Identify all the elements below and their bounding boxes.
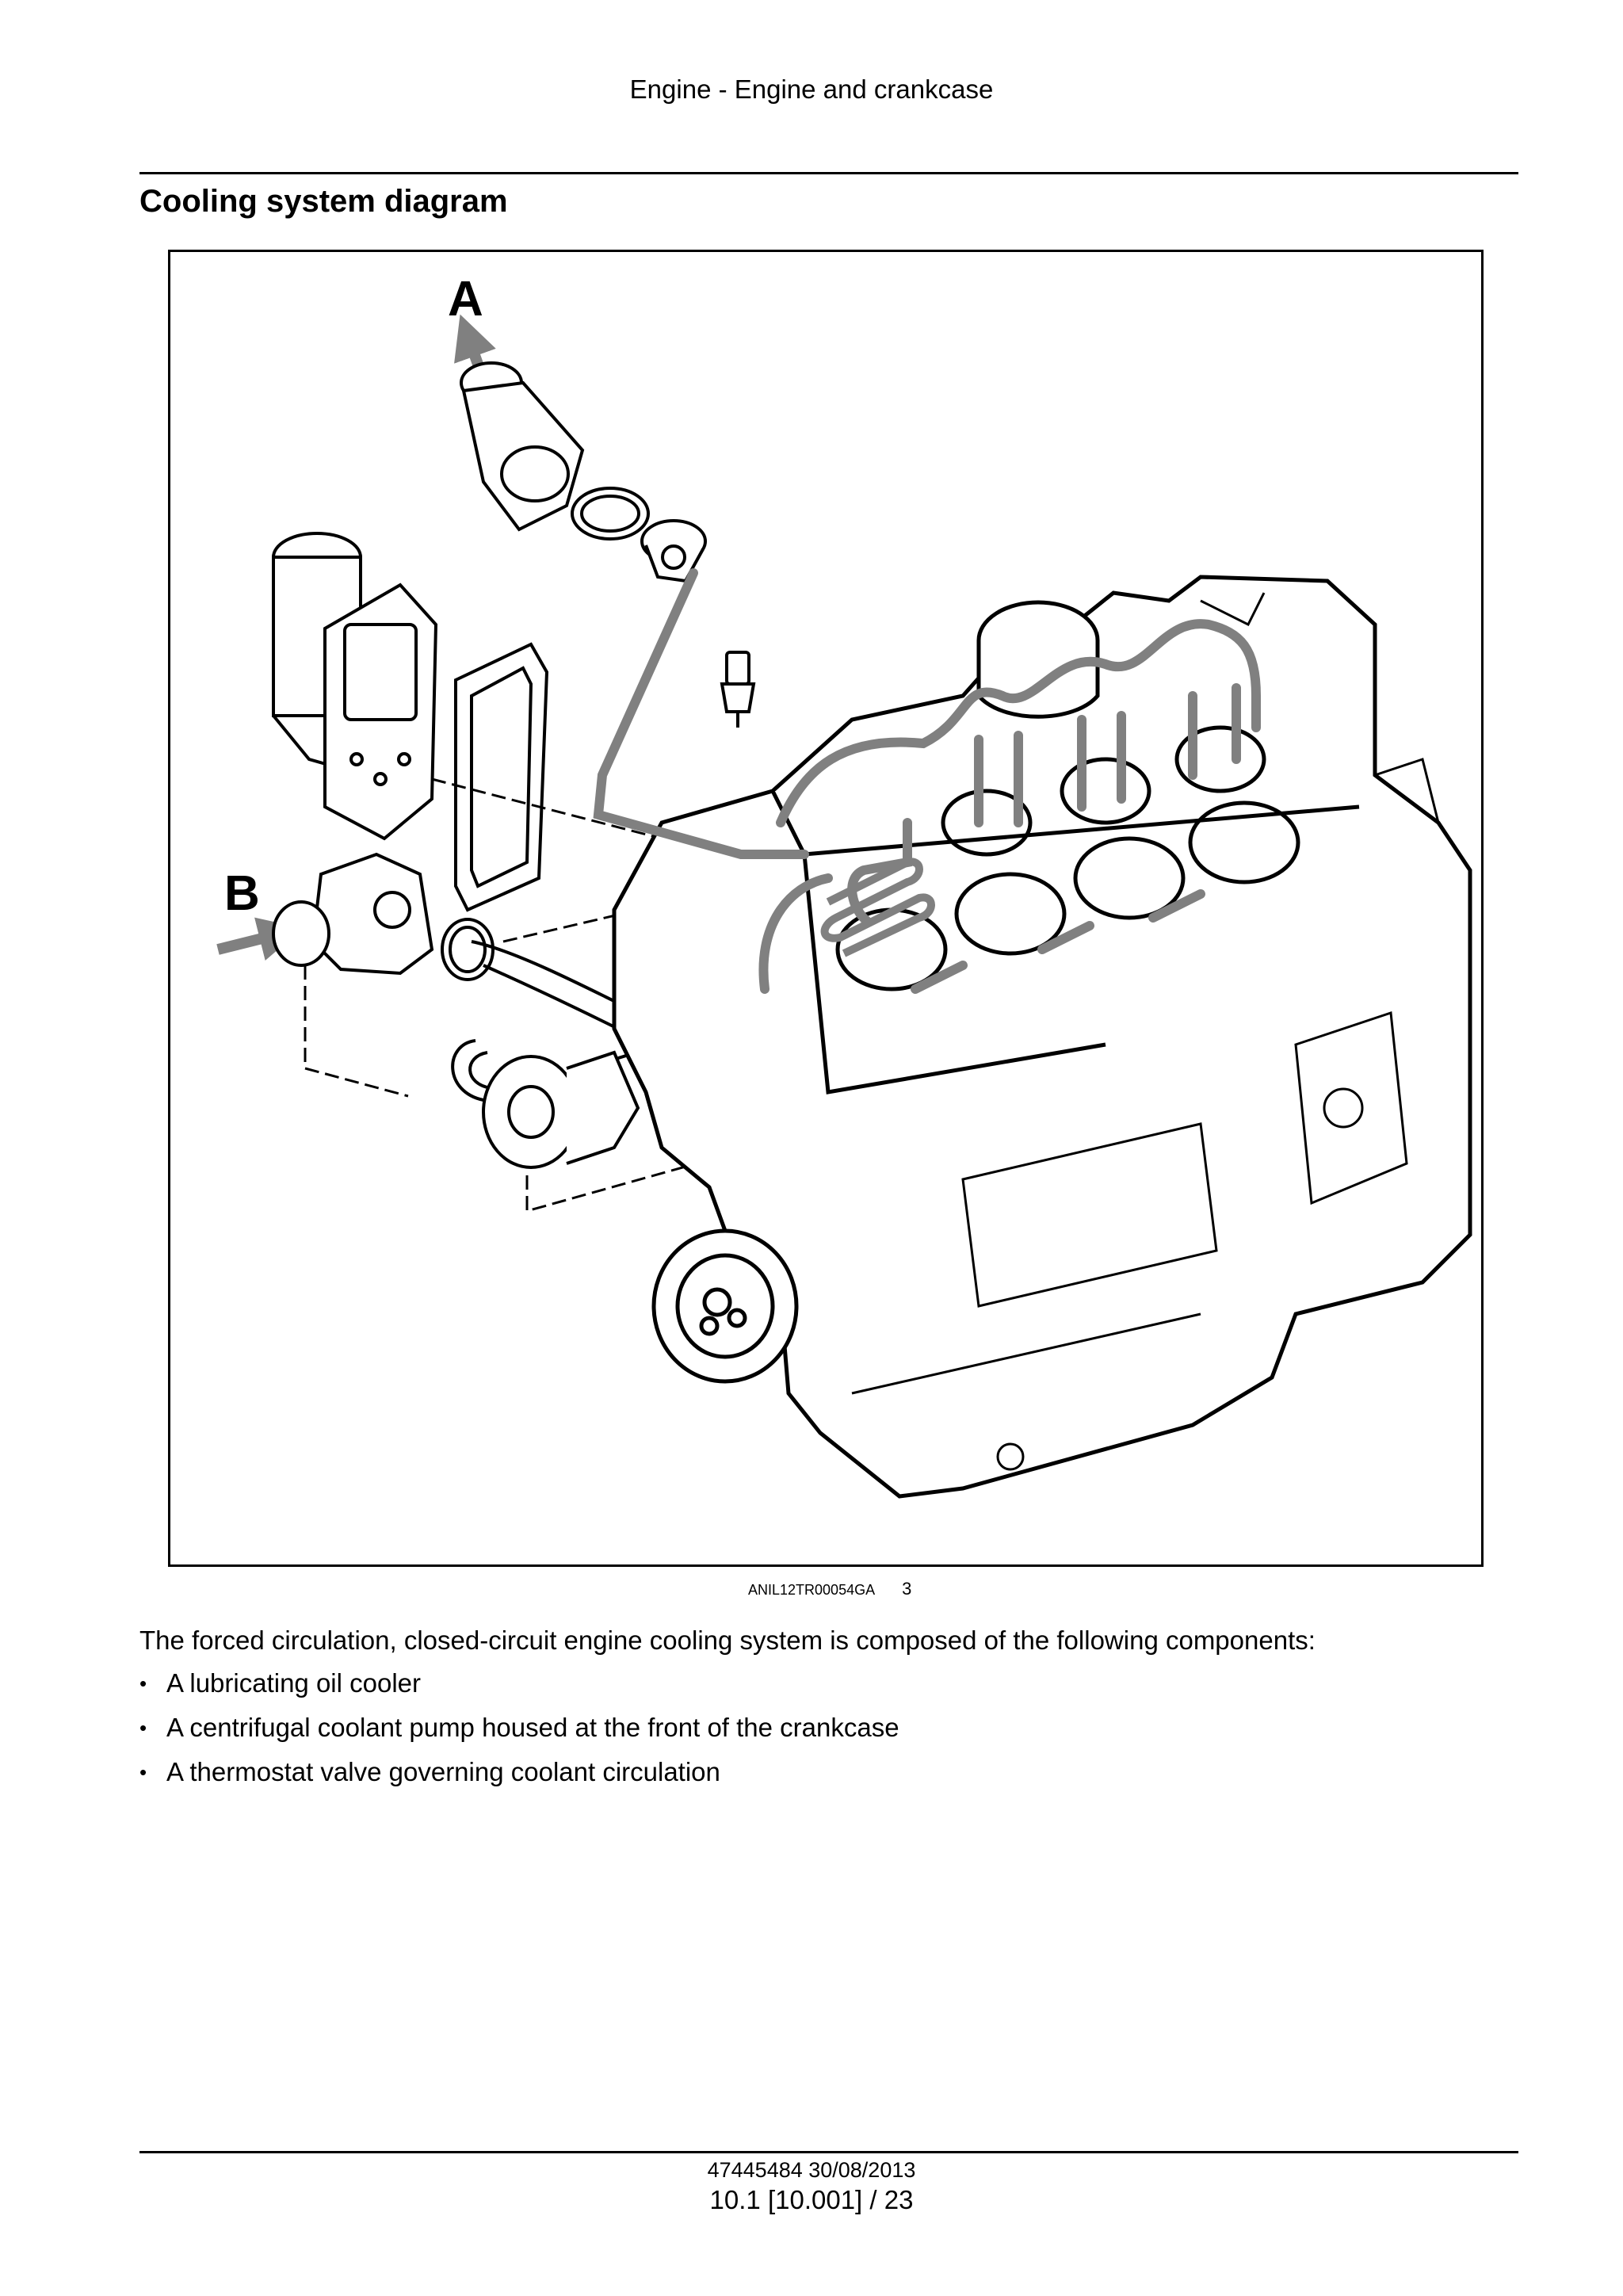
water-pump-pulley (482, 1050, 640, 1169)
list-item: A lubricating oil cooler (139, 1666, 899, 1710)
footer-rule (139, 2151, 1518, 2153)
temperature-sensor (720, 651, 756, 728)
coolant-pump-body (272, 852, 434, 976)
oil-cooler (323, 583, 438, 841)
cylinder-bores (835, 725, 1300, 991)
engine-detail-lines (851, 592, 1440, 1471)
oil-cooler-gasket (454, 642, 549, 912)
callout-b-label: B (224, 866, 260, 921)
figure-code: ANIL12TR00054GA (748, 1582, 876, 1598)
crankshaft-pulley (651, 1228, 799, 1384)
component-list: A lubricating oil cooler A centrifugal c… (139, 1666, 899, 1799)
running-header: Engine - Engine and crankcase (629, 74, 994, 104)
thermostat-housing (460, 361, 585, 532)
assembly-guide-lines (304, 777, 742, 1213)
engine-cooling-illustration: A B (216, 272, 1472, 1499)
list-item: A centrifugal coolant pump housed at the… (139, 1710, 899, 1755)
coolant-inlet-arrow (216, 917, 304, 961)
intro-paragraph: The forced circulation, closed-circuit e… (139, 1626, 1316, 1655)
header-rule (139, 172, 1518, 174)
cooling-system-figure: A B (168, 250, 1484, 1567)
footer-doc-code: 47445484 30/08/2013 (707, 2158, 916, 2182)
coolant-pump-seal (441, 918, 495, 981)
figure-number: 3 (902, 1579, 912, 1599)
figure-caption: ANIL12TR00054GA 3 (748, 1579, 911, 1599)
thermostat-seal-ring (571, 487, 650, 541)
coolant-flow-paths (593, 568, 1261, 994)
footer-page-number: 10.1 [10.001] / 23 (709, 2185, 914, 2214)
callout-a-label: A (448, 272, 483, 327)
section-title: Cooling system diagram (139, 184, 508, 219)
heat-exchanger-coil (820, 858, 935, 957)
list-item: A thermostat valve governing coolant cir… (139, 1755, 899, 1799)
